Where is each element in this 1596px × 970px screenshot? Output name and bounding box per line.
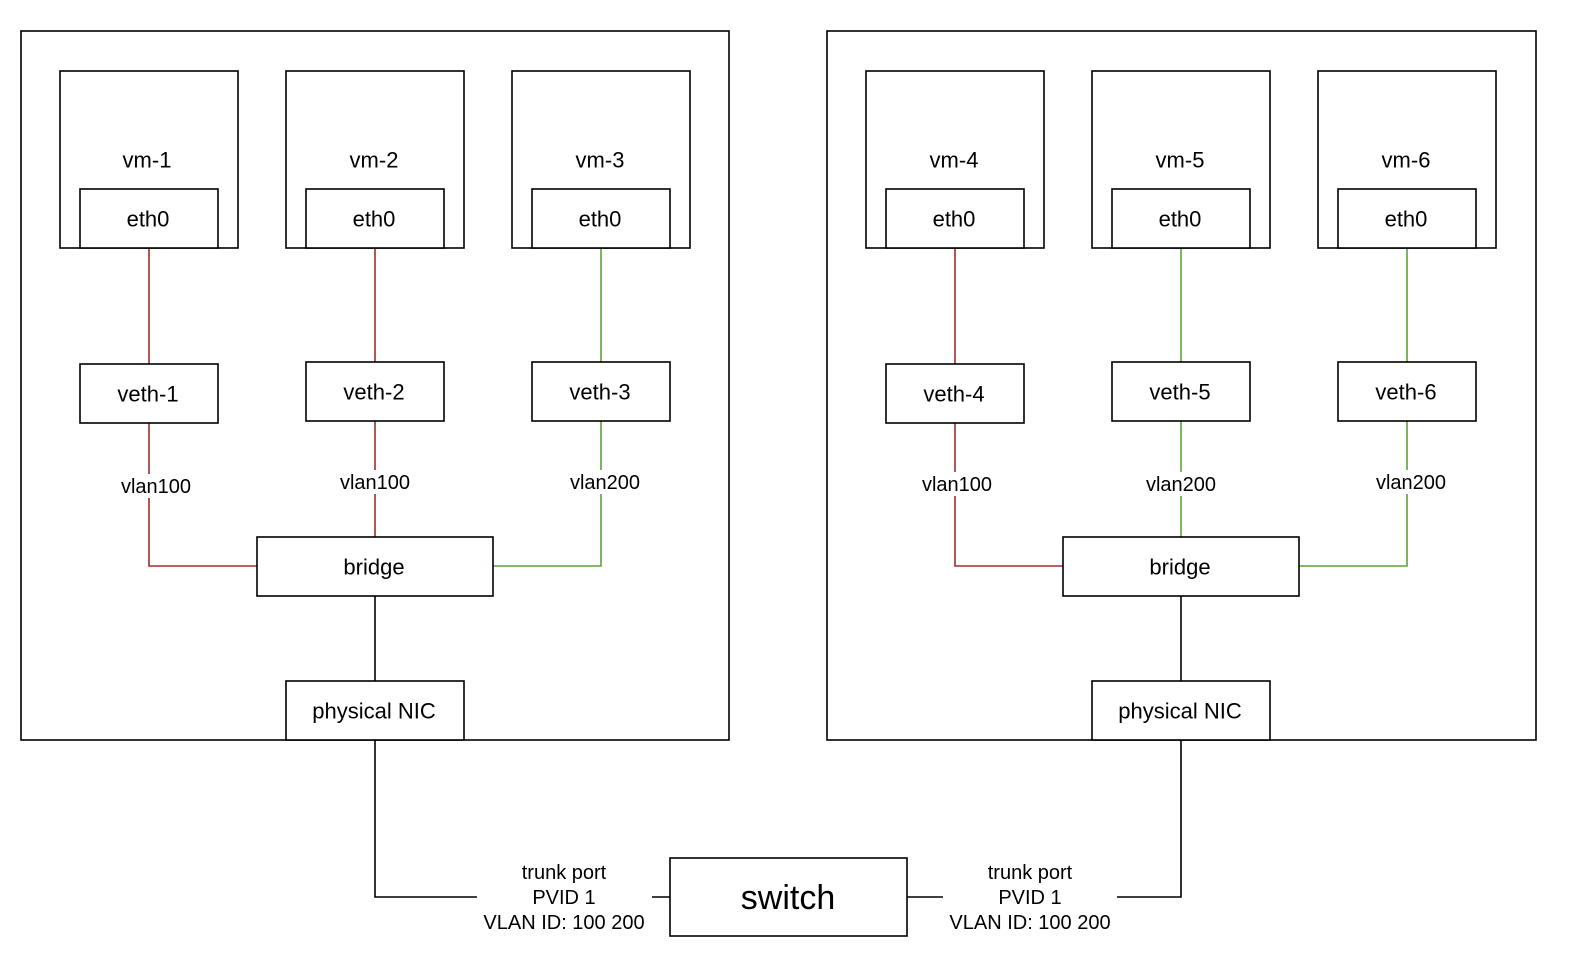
eth0-label: eth0 xyxy=(1159,207,1202,232)
vm-name: vm-5 xyxy=(1156,148,1205,173)
link-veth-1-bridge xyxy=(148,423,257,567)
veth-1-label: veth-1 xyxy=(117,382,178,407)
trunk-link-2 xyxy=(1117,740,1182,898)
veth-4-box xyxy=(885,363,1025,424)
veth-5-box xyxy=(1111,361,1251,422)
eth0-label: eth0 xyxy=(1385,207,1428,232)
veth-2-box xyxy=(305,361,445,422)
bridge-1-box xyxy=(256,536,494,597)
host-2: vlan100 vlan200 vlan200 vm-4 eth0 vm-5 e… xyxy=(826,30,1537,741)
host-1: vlan100 vlan100 vlan200 vm-1 eth0 vm-2 e… xyxy=(20,30,730,741)
vm-1: vm-1 eth0 xyxy=(59,70,239,249)
vm-5: vm-5 eth0 xyxy=(1091,70,1271,249)
switch-label: switch xyxy=(741,879,835,917)
vm-4: vm-4 eth0 xyxy=(865,70,1045,249)
eth0-box xyxy=(1111,188,1251,249)
eth0-box xyxy=(305,188,445,249)
switch-box xyxy=(669,857,908,937)
vlan-label-5: vlan200 xyxy=(1146,474,1216,496)
bridge-1-label: bridge xyxy=(343,555,404,580)
vm-name: vm-6 xyxy=(1382,148,1431,173)
veth-6-box xyxy=(1337,361,1477,422)
vm-2: vm-2 eth0 xyxy=(285,70,465,249)
veth-6-label: veth-6 xyxy=(1375,380,1436,405)
nic-1-box xyxy=(285,680,465,741)
pvid-text: PVID 1 xyxy=(998,887,1061,909)
link-veth-4-bridge xyxy=(954,423,1063,567)
trunk-port-1-label: trunk port PVID 1 VLAN ID: 100 200 xyxy=(483,862,644,934)
vlan-label-6: vlan200 xyxy=(1376,472,1446,494)
eth0-box xyxy=(885,188,1025,249)
veth-4-label: veth-4 xyxy=(923,382,984,407)
vlan-label-2: vlan100 xyxy=(340,472,410,494)
vlan-label-1: vlan100 xyxy=(121,476,191,498)
vlan-id-text: VLAN ID: 100 200 xyxy=(949,912,1110,934)
veth-1-box xyxy=(79,363,219,424)
veth-5-label: veth-5 xyxy=(1149,380,1210,405)
trunk-port-2-label: trunk port PVID 1 VLAN ID: 100 200 xyxy=(949,862,1110,934)
vm-6: vm-6 eth0 xyxy=(1317,70,1497,249)
vm-name: vm-3 xyxy=(576,148,625,173)
veth-3-label: veth-3 xyxy=(569,380,630,405)
vm-name: vm-1 xyxy=(123,148,172,173)
eth0-box xyxy=(79,188,219,249)
nic-2-box xyxy=(1091,680,1271,741)
trunk-port-text: trunk port xyxy=(988,862,1073,884)
vlan-id-text: VLAN ID: 100 200 xyxy=(483,912,644,934)
eth0-box xyxy=(1337,188,1477,249)
pvid-text: PVID 1 xyxy=(532,887,595,909)
eth0-label: eth0 xyxy=(579,207,622,232)
eth0-box xyxy=(531,188,671,249)
eth0-label: eth0 xyxy=(127,207,170,232)
trunk-port-text: trunk port xyxy=(522,862,607,884)
vlan-label-4: vlan100 xyxy=(922,474,992,496)
link-veth-6-bridge xyxy=(1299,421,1408,567)
bridge-2-label: bridge xyxy=(1149,555,1210,580)
eth0-label: eth0 xyxy=(933,207,976,232)
eth0-label: eth0 xyxy=(353,207,396,232)
nic-2-label: physical NIC xyxy=(1118,699,1242,724)
vm-name: vm-2 xyxy=(350,148,399,173)
link-veth-3-bridge xyxy=(493,421,602,567)
veth-3-box xyxy=(531,361,671,422)
trunk-link-1 xyxy=(374,740,477,898)
veth-2-label: veth-2 xyxy=(343,380,404,405)
vm-name: vm-4 xyxy=(930,148,979,173)
nic-1-label: physical NIC xyxy=(312,699,436,724)
vm-3: vm-3 eth0 xyxy=(511,70,691,249)
bridge-2-box xyxy=(1062,536,1300,597)
vlan-label-3: vlan200 xyxy=(570,472,640,494)
